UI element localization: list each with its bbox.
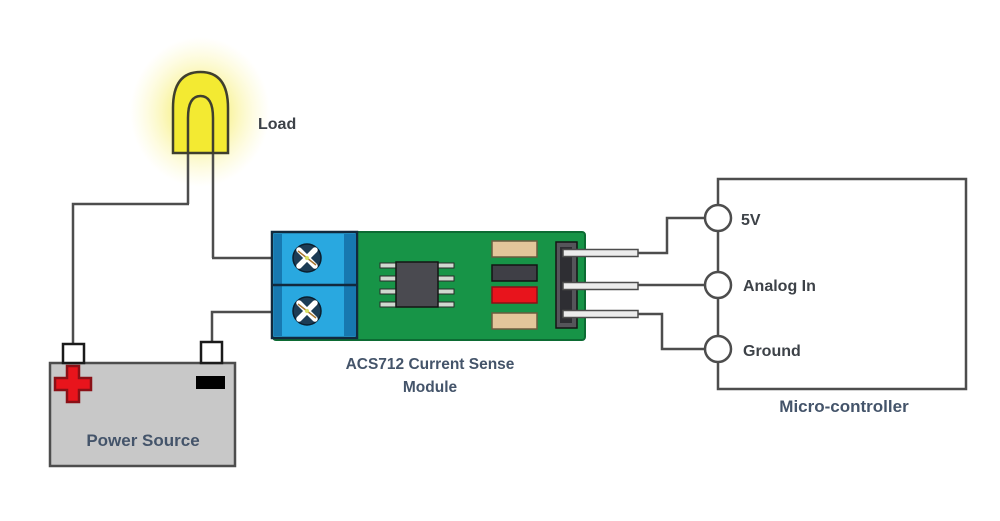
microcontroller-box [716,177,968,391]
mcu-pin-circle-ground [703,334,733,364]
led-body [171,70,230,155]
wire-module-to-5v [636,216,706,255]
plus-icon [53,364,93,404]
component-red [491,286,538,304]
load-label: Load [258,116,296,133]
module-label-line1: ACS712 Current Sense [346,356,515,373]
component-dark [491,264,538,282]
module-pins [562,248,639,319]
module-pin-gnd [562,309,639,319]
power-source [48,340,237,468]
mcu-pin-circle-5v [703,203,733,233]
battery-terminal-negative [199,340,224,365]
power-source-label: Power Source [86,431,199,450]
terminal-screw-top [293,244,321,272]
module-label-line2: Module [403,379,458,396]
battery-terminal-positive [61,342,86,365]
microcontroller-label: Micro-controller [779,397,909,416]
ic-pins [379,262,455,308]
module-pin-out [562,281,639,291]
module-pin-vcc [562,248,639,258]
terminal-screw-bottom [293,297,321,325]
load-led [171,70,230,155]
wire-battery-to-module-in [210,310,272,344]
mcu-pin-label-5v: 5V [741,212,761,229]
acs712-module [270,230,639,341]
mcu-pin-label-ground: Ground [743,343,801,360]
mcu-pin-label-analog-in: Analog In [743,278,816,295]
wire-load-to-battery-positive [71,202,189,346]
led-inner-dome [186,94,215,153]
ic-chip [379,261,455,308]
minus-icon [196,376,225,389]
mcu-pin-circle-analog-in [703,270,733,300]
component-tan-bottom [491,312,538,330]
wire-module-to-ground [636,312,706,351]
ic-package [395,261,439,308]
component-tan-top [491,240,538,258]
microcontroller [703,177,968,391]
